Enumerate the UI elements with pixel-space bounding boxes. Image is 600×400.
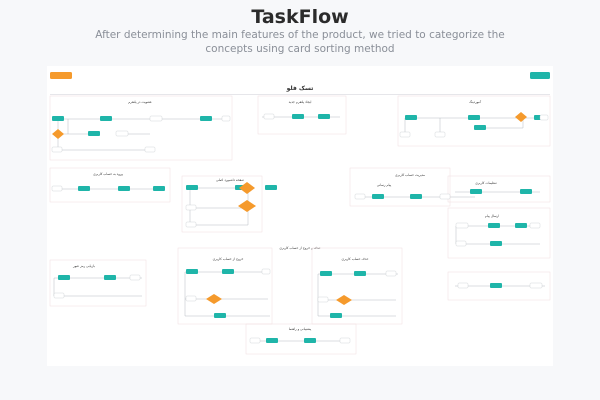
section-label-dashboard: صفحه داشبورد اصلی xyxy=(216,178,244,182)
page-subtitle: After determining the main features of t… xyxy=(95,29,505,55)
board-title: تسک فلو xyxy=(286,85,314,92)
board-right-button[interactable] xyxy=(530,72,550,79)
section-label-signup: عضویت در پلتفرم xyxy=(128,100,152,104)
section-label-account: مدیریت حساب کاربری xyxy=(394,173,426,177)
section-label-onboarding: آنبوردینگ xyxy=(468,100,482,104)
board-left-button[interactable] xyxy=(50,72,72,79)
section-label-support: پشتیبانی و راهنما xyxy=(288,327,312,331)
section-label-logout: خروج از حساب کاربری xyxy=(212,257,244,261)
section-label-recovery: بازیابی رمز عبور xyxy=(73,264,95,268)
board-divider xyxy=(50,94,550,95)
section-label-login: ورود به حساب کاربری xyxy=(93,172,123,176)
page-title: TaskFlow xyxy=(251,6,349,28)
section-label-create: ایجاد پلتفرم جدید xyxy=(288,100,312,104)
section-label-delete: حذف حساب کاربری xyxy=(341,257,369,261)
section-label-send: ارسال پیام xyxy=(484,214,500,218)
section-label-messaging: پیام رسانی xyxy=(376,183,392,187)
section-label-delete-exit: حذف و خروج از حساب کاربری xyxy=(279,246,321,250)
section-label-settings: تنظیمات کاربری xyxy=(475,181,497,185)
